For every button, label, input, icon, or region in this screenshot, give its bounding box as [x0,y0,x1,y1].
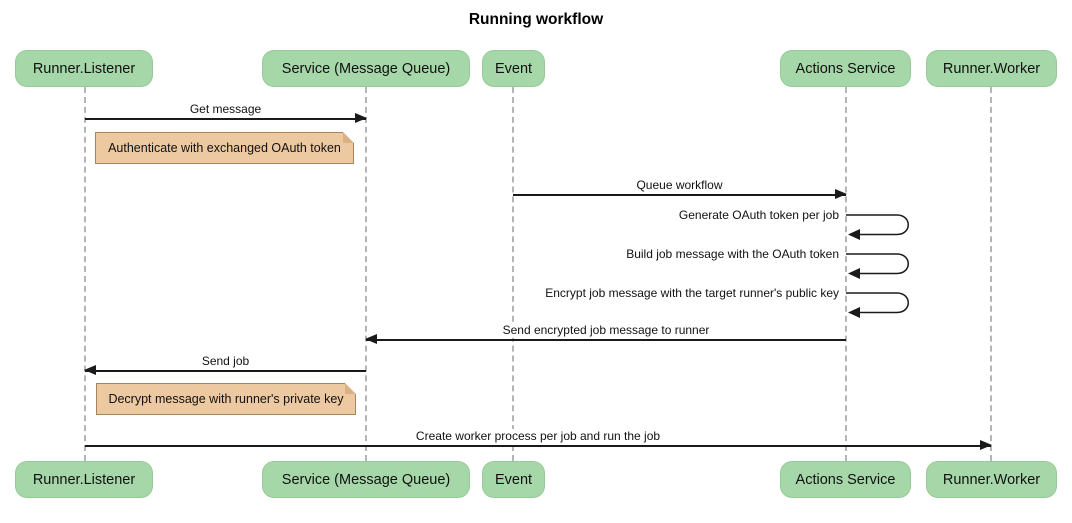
message-send-encrypted-job: Send encrypted job message to runner [365,322,846,344]
arrowhead-left-icon [84,365,96,375]
actor-event-top: Event [482,50,545,87]
message-queue-workflow: Queue workflow [513,177,847,199]
self-message-build-job-label: Build job message with the OAuth token [624,246,841,262]
actor-label: Service (Message Queue) [281,471,451,488]
actor-service-message-queue-bottom: Service (Message Queue) [262,461,470,498]
actor-label: Event [494,471,533,488]
actor-service-message-queue-top: Service (Message Queue) [262,50,470,87]
arrowhead-right-icon [980,440,992,450]
self-loop-arrow-icon [846,292,909,318]
actor-runner-worker-top: Runner.Worker [926,50,1057,87]
arrowhead-right-icon [355,113,367,123]
message-label: Send job [198,353,253,369]
actor-label: Runner.Worker [942,60,1041,77]
lifeline-event [512,87,514,461]
actor-label: Runner.Listener [32,471,136,488]
note-text: Decrypt message with runner's private ke… [108,392,344,406]
arrowhead-left-icon [365,334,377,344]
self-loop-arrow-icon [846,253,909,279]
actor-runner-worker-bottom: Runner.Worker [926,461,1057,498]
actor-runner-listener-top: Runner.Listener [15,50,153,87]
note-authenticate-oauth: Authenticate with exchanged OAuth token [95,132,354,164]
message-create-worker-process: Create worker process per job and run th… [85,428,992,450]
actor-label: Event [494,60,533,77]
lifeline-runner-worker [990,87,992,461]
message-label: Create worker process per job and run th… [412,428,664,444]
actor-label: Actions Service [795,471,896,488]
actor-label: Runner.Worker [942,471,1041,488]
note-decrypt-private-key: Decrypt message with runner's private ke… [96,383,356,415]
actor-runner-listener-bottom: Runner.Listener [15,461,153,498]
self-loop-arrow-icon [846,214,909,240]
actor-label: Actions Service [795,60,896,77]
message-get-message: Get message [85,101,367,123]
actor-label: Runner.Listener [32,60,136,77]
message-label: Send encrypted job message to runner [499,322,713,338]
message-label: Queue workflow [633,177,726,193]
note-fold-corner-icon [345,383,356,394]
message-label: Get message [186,101,265,117]
actor-actions-service-top: Actions Service [780,50,911,87]
actor-actions-service-bottom: Actions Service [780,461,911,498]
self-message-encrypt-job-label: Encrypt job message with the target runn… [543,285,841,301]
arrowhead-right-icon [835,189,847,199]
self-message-generate-oauth-label: Generate OAuth token per job [676,207,841,223]
lifeline-actions-service [845,87,847,461]
diagram-title: Running workflow [468,11,604,28]
lifeline-service-message-queue [365,87,367,461]
lifeline-runner-listener [84,87,86,461]
message-send-job: Send job [84,353,366,375]
note-text: Authenticate with exchanged OAuth token [108,141,341,155]
actor-label: Service (Message Queue) [281,60,451,77]
note-fold-corner-icon [343,132,354,143]
actor-event-bottom: Event [482,461,545,498]
